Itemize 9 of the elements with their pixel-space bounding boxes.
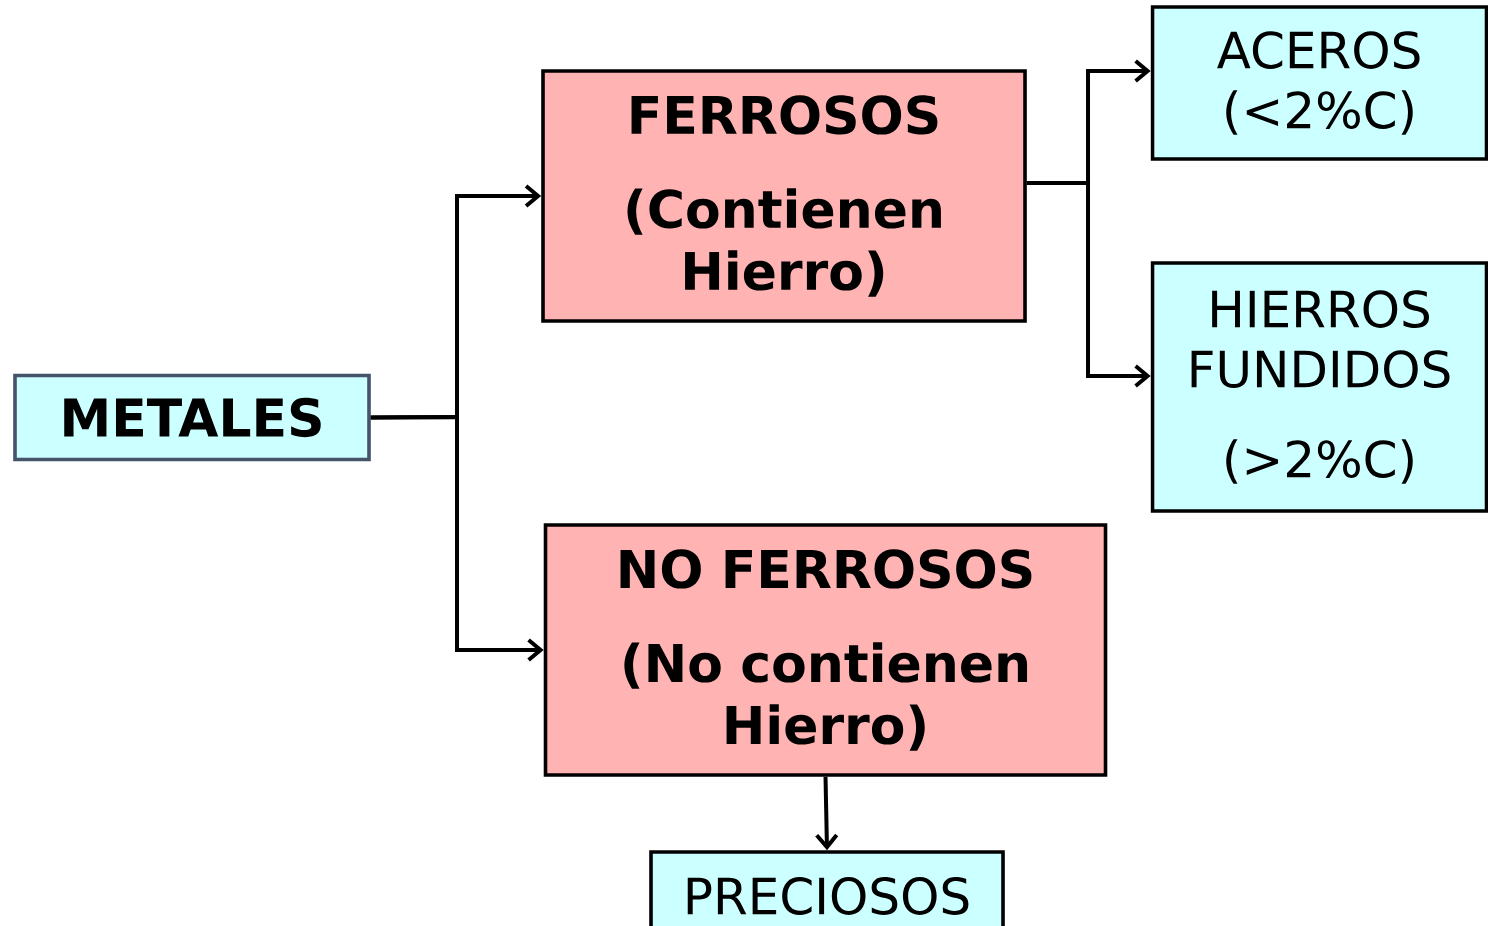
- category-box: HIERROS FUNDIDOS (>2%C): [1150, 261, 1488, 513]
- category-box: NO FERROSOS (No contienen Hierro): [543, 523, 1108, 777]
- category-box: ACEROS (<2%C): [1150, 5, 1488, 161]
- arrow: [370, 415, 544, 662]
- arrow: [815, 776, 839, 851]
- category-box: FERROSOS (Contienen Hierro): [541, 69, 1027, 323]
- arrow: [1026, 181, 1151, 388]
- category-box: METALES: [13, 373, 371, 462]
- category-box: PRECIOSOS: [649, 850, 1005, 926]
